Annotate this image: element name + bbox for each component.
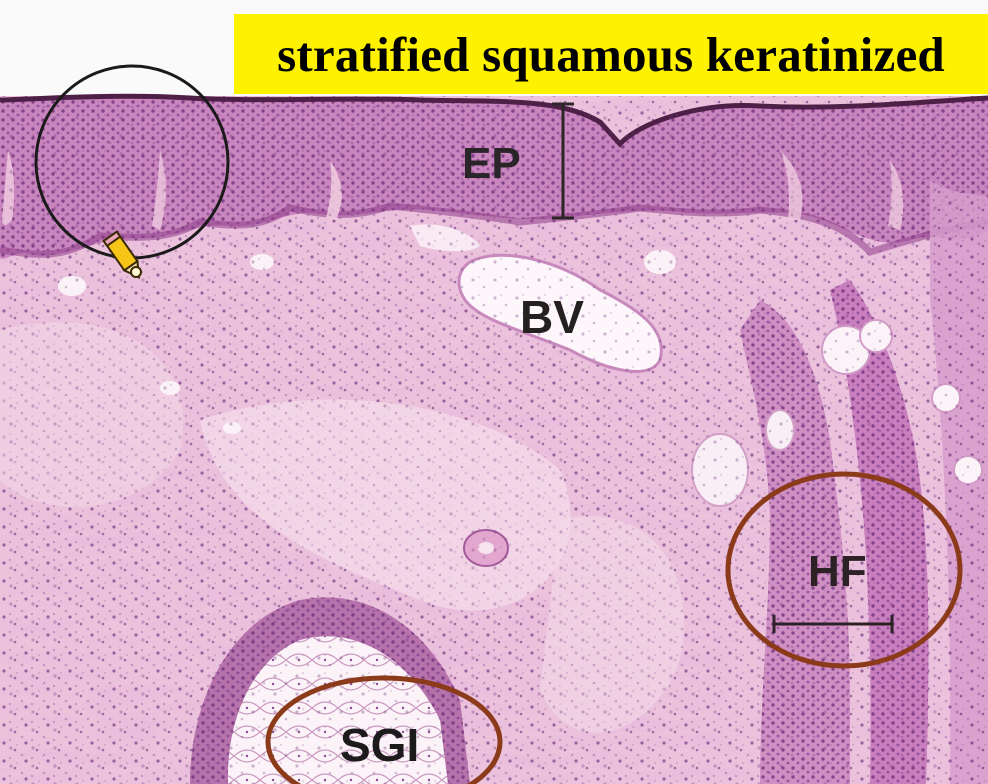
label-sebaceous-gland: SGI xyxy=(340,719,420,771)
hf-width-bracket xyxy=(772,615,894,633)
ep-thickness-bracket xyxy=(552,102,574,220)
label-epidermis: EP xyxy=(462,139,521,188)
label-blood-vessel: BV xyxy=(520,291,584,343)
annotation-ellipse-hf xyxy=(725,471,963,669)
title-banner: stratified squamous keratinized xyxy=(234,14,988,94)
label-hair-follicle: HF xyxy=(808,547,867,596)
title-text: stratified squamous keratinized xyxy=(277,26,945,82)
pencil-cursor-icon xyxy=(102,230,142,279)
annotation-ellipse-sgi xyxy=(265,675,503,784)
